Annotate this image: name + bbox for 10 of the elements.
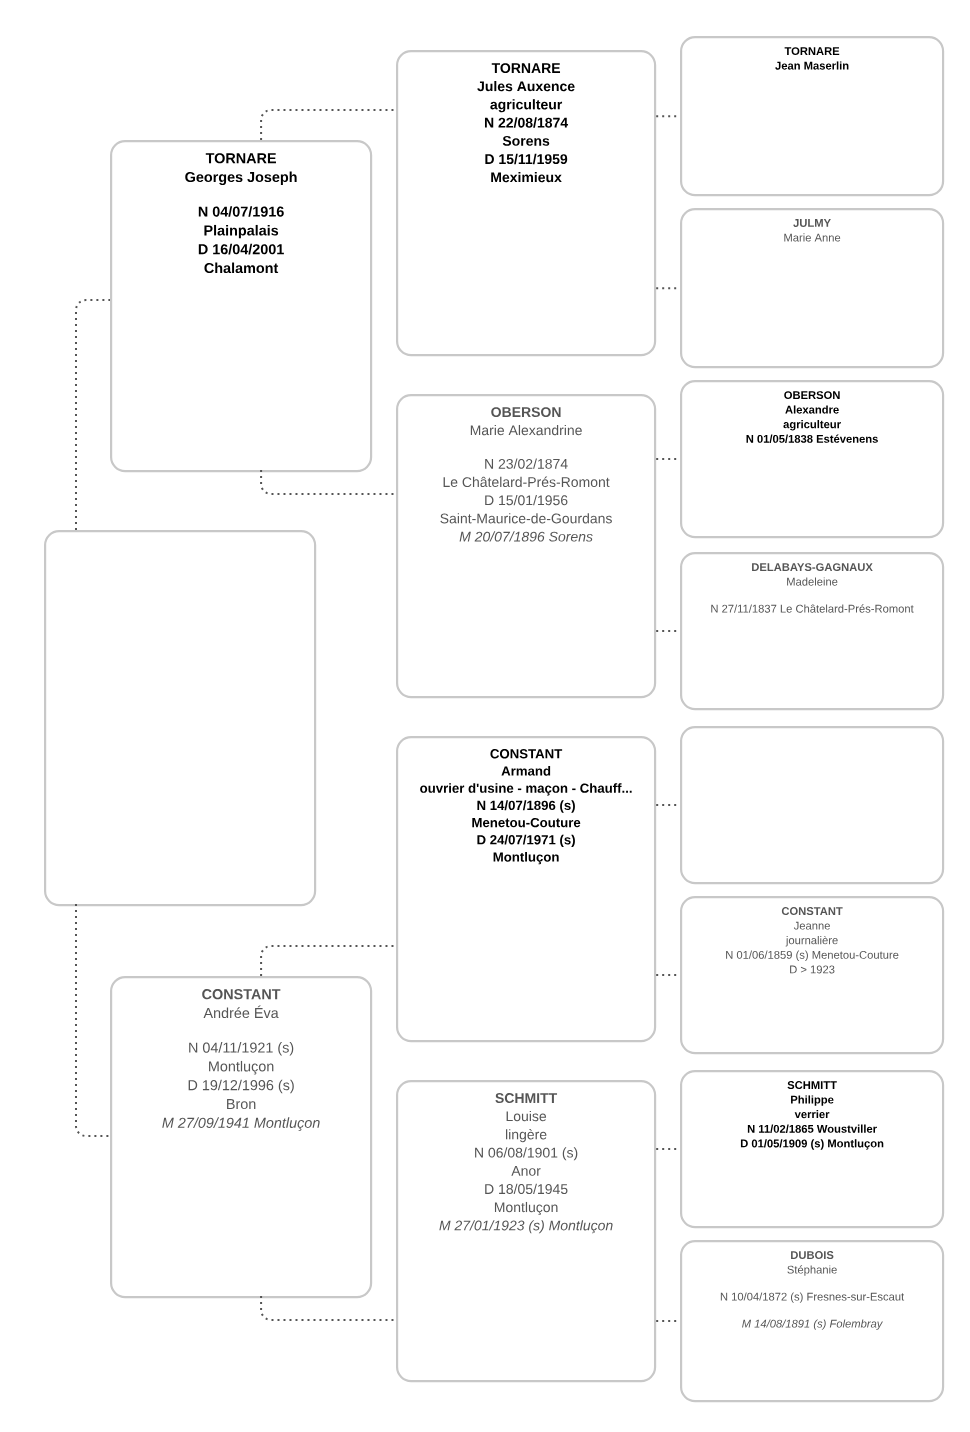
empty-person-box — [44, 530, 317, 907]
empty-person-box — [680, 726, 945, 885]
connector-line — [655, 458, 681, 461]
connector-line — [655, 1148, 681, 1151]
connector-line — [655, 804, 681, 807]
connector-line — [655, 287, 681, 290]
connector-line — [655, 1320, 681, 1323]
connector-line — [655, 630, 681, 633]
connector-line — [655, 115, 681, 118]
connector-line — [655, 974, 681, 977]
